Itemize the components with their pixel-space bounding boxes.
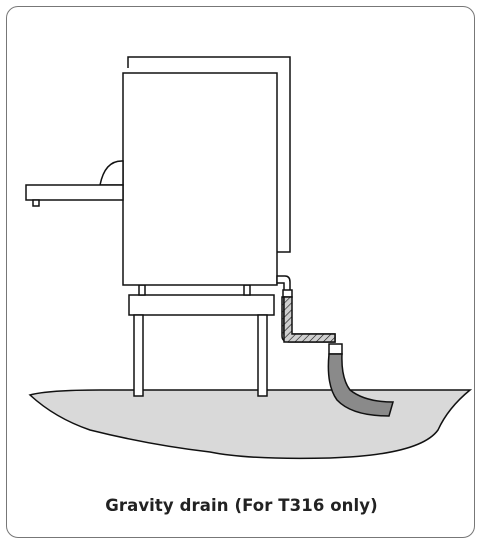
figure-caption: Gravity drain (For T316 only) [105, 496, 378, 515]
appliance-body [122, 72, 278, 286]
door-handle-bar [25, 184, 124, 201]
braided-hose-run [283, 296, 336, 343]
drain-hose [276, 275, 394, 417]
door-handle-hinge [99, 160, 124, 186]
drain-coupling [282, 289, 293, 298]
stand-leg-left [133, 314, 144, 397]
stand-table [128, 284, 275, 397]
handle-tip [32, 199, 40, 207]
appliance-foot-left [138, 284, 146, 296]
stand-top [128, 294, 275, 316]
hose-clamp [328, 343, 343, 355]
appliance-side-view [25, 56, 291, 286]
drain-elbow [276, 275, 291, 293]
outlet-hose [327, 353, 394, 417]
stand-leg-right [257, 314, 268, 397]
floor-section [28, 389, 473, 460]
appliance-foot-right [243, 284, 251, 296]
